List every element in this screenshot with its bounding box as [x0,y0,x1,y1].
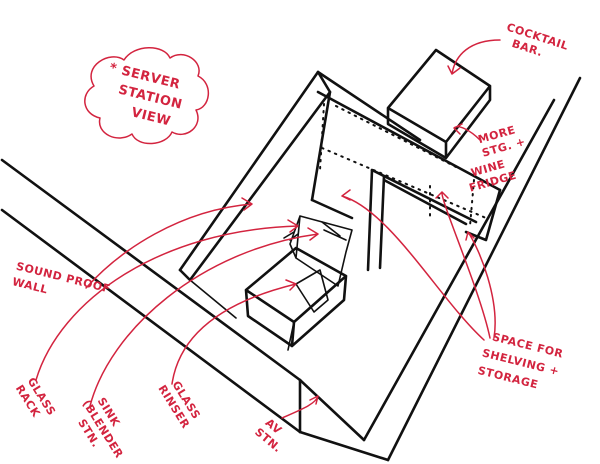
station-outer-frame [178,70,422,272]
label-glass-rack: GLASS RACK [13,375,58,419]
arrow-shelving-2 [435,191,491,339]
left-wall-inner-line [0,158,302,382]
cloud-outline [84,47,209,145]
front-wall-line [298,378,366,442]
station-back-wall-right [464,188,502,242]
glass-rinser-box [295,269,329,313]
station-lower-shelf [370,168,478,224]
cocktail-bar-box [386,48,492,160]
left-wall-outer-line [0,208,302,434]
dotted-left-vertical [319,103,325,171]
arrow-glass-rinser [171,279,297,385]
dotted-back-upper [335,105,459,169]
label-glass-rinser: GLASS RINSER [155,379,202,431]
arrow-cocktail-bar [447,39,501,75]
station-base-front [189,279,295,351]
station-floor-line [310,198,354,220]
sink-details [283,221,347,241]
label-sink: SINK (BLENDER STN. [75,395,126,460]
annotation-strokes [35,39,501,419]
arrow-shelving-3 [465,231,496,339]
dotted-back-top [321,147,487,219]
label-cocktail-bar: COCKTAIL BAR. [505,21,570,60]
label-sound-proof: SOUND PROOF WALL [11,260,112,297]
arrow-sink [89,227,319,407]
dotted-right-vertical [469,179,475,227]
arrow-av-station [281,395,319,419]
arrow-sound-proof [85,197,253,289]
right-wall-inner-line [362,98,556,442]
architecture-linework [0,48,582,462]
front-wall-top-line [298,430,390,462]
label-more-storage: MORE STG. + WINE FRIDGE [468,123,527,194]
station-left-wall [178,70,332,282]
station-divider-post [366,168,374,272]
arrow-more-storage [453,123,481,141]
arrow-shelving-1 [341,189,485,341]
station-lower-shelf-2 [382,178,468,226]
right-wall-outer-line [386,76,582,462]
arrow-glass-rack [35,219,299,381]
glass-rack-box [244,246,348,348]
station-back-top [316,90,502,192]
label-shelving: SPACE FOR SHELVING + STORAGE [476,330,564,391]
cloud-title: * SERVER STATION VIEW [108,61,184,130]
